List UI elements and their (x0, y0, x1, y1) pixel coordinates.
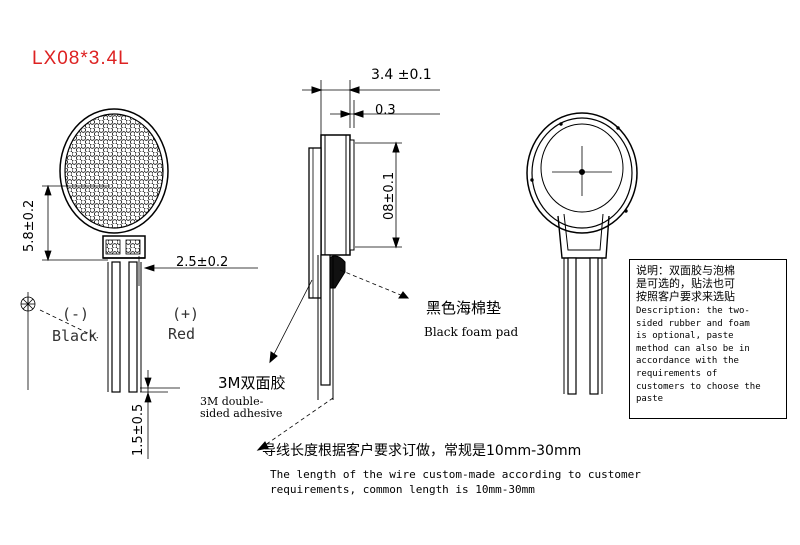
description-cn: 说明：双面胶与泡棉 是可选的，贴法也可 按照客户要求来选贴 (636, 264, 735, 303)
back-view (526, 112, 638, 395)
black-lead-label: Black (52, 327, 98, 345)
foam-label-en: Black foam pad (424, 325, 519, 339)
adhesive-label-en: 3M double-sided adhesive (200, 395, 283, 420)
adhesive-label-cn: 3M双面胶 (218, 374, 286, 392)
negative-symbol: (-) (62, 305, 90, 323)
thickness-dimension: 3.4 ±0.1 (371, 67, 432, 83)
wire-length-note-cn: 导线长度根据客户要求订做，常规是10mm-30mm (262, 443, 582, 459)
motor-mesh-face (64, 113, 164, 229)
front-view (59, 108, 169, 393)
lead-dimension: 1.5±0.5 (131, 403, 146, 456)
foam-label-cn: 黑色海棉垫 (426, 299, 502, 317)
side-lead-wire (320, 254, 331, 386)
motor-body-side (320, 134, 351, 256)
wire-length-note-en: The length of the wire custom-made accor… (270, 468, 641, 496)
pad-dimension: 0.3 (375, 103, 396, 118)
height-dimension: 5.8±0.2 (22, 199, 37, 252)
model-title: LX08*3.4L (32, 48, 130, 69)
description-box: 说明：双面胶与泡棉 是可选的，贴法也可 按照客户要求来选贴 Descriptio… (629, 259, 787, 419)
black-lead-wire (111, 261, 121, 393)
adhesive-layer (308, 147, 322, 299)
diameter-dimension: 08±0.1 (382, 171, 397, 220)
red-lead-wire (128, 261, 138, 393)
positive-symbol: (+) (172, 305, 200, 323)
pitch-dimension: 2.5±0.2 (176, 255, 229, 270)
description-en: Description: the two- sided rubber and f… (636, 306, 761, 405)
red-lead-label: Red (168, 325, 196, 343)
side-view (256, 80, 440, 451)
motor-outer-outline (59, 108, 169, 234)
